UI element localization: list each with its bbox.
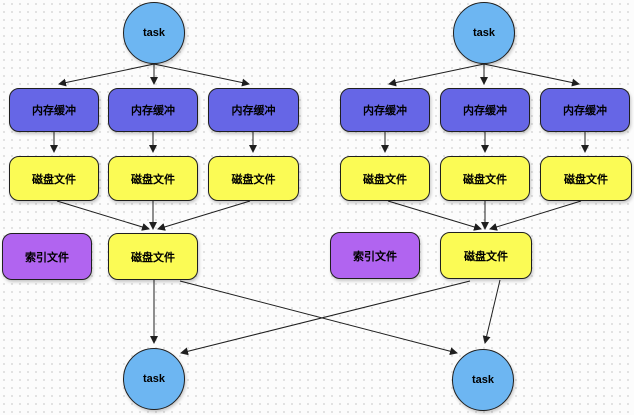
node-disk-file-right-1[interactable]: 磁盘文件 <box>340 156 430 201</box>
edge-rdisk3-merge <box>489 200 582 231</box>
edge-lmerge-rtask-cross <box>179 280 458 356</box>
edge-ldisk3-merge <box>157 200 251 231</box>
node-memory-buffer-left-2[interactable]: 内存缓冲 <box>108 88 198 132</box>
edge-rtask-buffer3 <box>483 63 580 87</box>
node-index-file-right[interactable]: 索引文件 <box>330 232 420 279</box>
edge-ldisk1-merge <box>56 200 150 231</box>
node-merge-disk-file-right[interactable]: 磁盘文件 <box>440 232 532 279</box>
edge-rmerge-ltask-cross <box>180 280 471 356</box>
node-merge-disk-file-left[interactable]: 磁盘文件 <box>108 233 198 280</box>
edge-ltask-buffer3 <box>153 63 250 87</box>
edge-ltask-buffer1 <box>58 63 155 87</box>
node-index-file-left[interactable]: 索引文件 <box>2 233 92 280</box>
node-disk-file-left-3[interactable]: 磁盘文件 <box>208 156 299 201</box>
node-disk-file-right-2[interactable]: 磁盘文件 <box>440 156 530 201</box>
node-memory-buffer-left-3[interactable]: 内存缓冲 <box>208 88 299 132</box>
edge-rmerge-rtask <box>482 279 501 344</box>
node-memory-buffer-left-1[interactable]: 内存缓冲 <box>9 88 99 132</box>
edge-rdisk1-merge <box>387 200 482 231</box>
node-disk-file-left-1[interactable]: 磁盘文件 <box>9 156 99 201</box>
node-memory-buffer-right-3[interactable]: 内存缓冲 <box>540 88 630 132</box>
edge-rtask-buffer1 <box>388 63 485 87</box>
node-memory-buffer-right-2[interactable]: 内存缓冲 <box>440 88 530 132</box>
node-disk-file-left-2[interactable]: 磁盘文件 <box>108 156 198 201</box>
node-memory-buffer-right-1[interactable]: 内存缓冲 <box>340 88 430 132</box>
node-task-bottom-right[interactable]: task <box>452 349 514 411</box>
node-task-bottom-left[interactable]: task <box>123 348 185 410</box>
node-task-top-left[interactable]: task <box>123 2 185 64</box>
node-disk-file-right-3[interactable]: 磁盘文件 <box>540 156 632 201</box>
node-task-top-right[interactable]: task <box>453 2 515 64</box>
